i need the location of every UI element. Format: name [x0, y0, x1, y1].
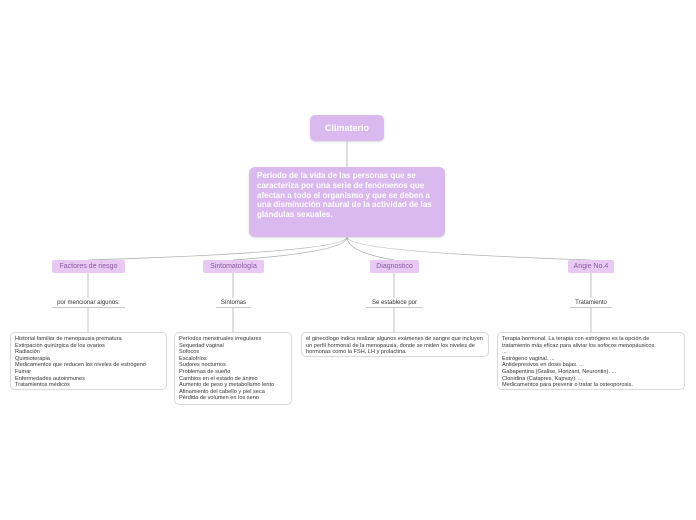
treatment-list[interactable]: Terapia hormonal. La terapia con estróge… [497, 332, 685, 390]
definition-text: Periodo de la vida de las personas que s… [257, 171, 432, 220]
diagnosis-description: el ginecólogo indica realizar algunos ex… [306, 336, 483, 356]
treatment-connector-label[interactable]: Tratamiento [570, 298, 612, 308]
list-item: Pérdida de volumen en los seno [179, 395, 259, 402]
diagnosis-text[interactable]: el ginecólogo indica realizar algunos ex… [301, 332, 489, 357]
list-item: Medicamentos que reducen los niveles de … [15, 362, 146, 369]
list-item: Terapia hormonal. La terapia con estróge… [502, 336, 650, 342]
list-item: Clonidina (Catapres, Kapvay). ... [502, 375, 583, 382]
definition-to-risk-line [87, 236, 348, 261]
branch-label: Sintomatología [210, 263, 257, 270]
list-item: Tratamientos médicos [15, 382, 70, 389]
list-item: Aumento de peso y metabolismo lento [179, 382, 275, 389]
list-item: tratamiento más eficaz para aliviar los … [502, 342, 656, 349]
risk-connector-label[interactable]: por mencionar algunos: [52, 298, 125, 308]
list-item: ... [502, 349, 507, 356]
list-item: Períodos menstruales irregulares [179, 336, 262, 342]
branch-diagnosis[interactable]: Diagnostico [370, 260, 419, 273]
definition-to-symptoms-line [232, 236, 348, 261]
list-item: Sudores nocturnos [179, 362, 226, 369]
list-item: Estrógeno vaginal. ... [502, 355, 555, 362]
list-item: Sequedad vaginal [179, 342, 224, 349]
root-label: Climaterio [324, 123, 369, 133]
list-item: Medicamentos para prevenir o tratar la o… [502, 382, 633, 389]
list-item: Antidepresivos en dosis bajas. ... [502, 362, 584, 369]
list-item: Radiación [15, 349, 40, 356]
list-item: Afinamiento del cabello y piel seca [179, 388, 265, 395]
branch-label: Diagnostico [376, 263, 413, 270]
list-item: Quimioterapia [15, 355, 50, 362]
branch-risk-factors[interactable]: Factores de riesgo [52, 260, 125, 273]
list-item: Enfermedades autoinmunes [15, 375, 85, 382]
branch-label: Factores de riesgo [59, 263, 118, 270]
list-item: Cambios en el estado de ánimo [179, 375, 258, 382]
list-item: Escalofríos [179, 355, 207, 362]
symptoms-connector-label[interactable]: Síntomas [216, 298, 251, 308]
branch-label: Angie No.4 [573, 263, 609, 270]
diagnosis-connector-label[interactable]: Se establece por [366, 298, 423, 308]
list-item: Historial familiar de menopausia prematu… [15, 336, 122, 342]
root-node[interactable]: Climaterio [310, 115, 384, 141]
list-item: Fumar [15, 368, 32, 375]
list-item: Sofocos [179, 349, 200, 356]
branch-symptomatology[interactable]: Sintomatología [203, 260, 264, 273]
list-item: Extirpación quirúrgica de los ovarios [15, 342, 105, 349]
definition-node[interactable]: Periodo de la vida de las personas que s… [249, 167, 445, 237]
definition-to-branch4-line [346, 236, 592, 261]
risk-factors-list[interactable]: Historial familiar de menopausia prematu… [10, 332, 167, 390]
symptoms-list[interactable]: Períodos menstruales irregulares Sequeda… [174, 332, 292, 405]
branch-angie[interactable]: Angie No.4 [568, 260, 614, 273]
list-item: Problemas de sueño [179, 368, 231, 375]
list-item: Gabapentina (Gralise, Horizant, Neuronti… [502, 368, 617, 375]
definition-to-diagnosis-line [346, 236, 395, 261]
